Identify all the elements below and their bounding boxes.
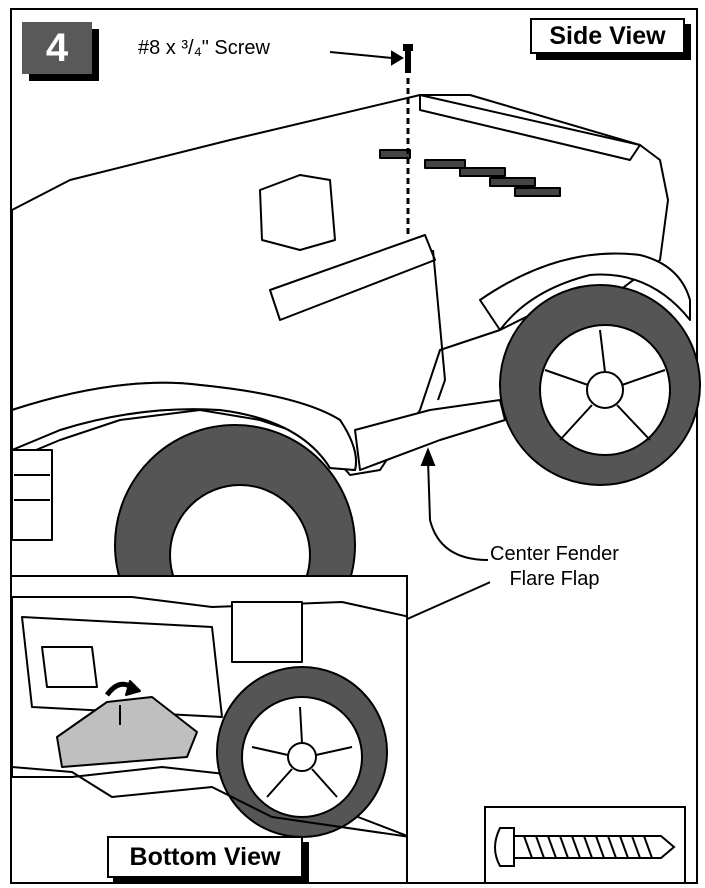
fender-callout-line2: Flare Flap [509, 568, 600, 590]
center-fender-flap [354, 399, 506, 471]
bottom-fender-flap [56, 696, 198, 768]
step-number-badge: 4 [22, 22, 92, 74]
screw-actual-size-icon [494, 827, 676, 867]
rear-spokes [544, 329, 666, 441]
seat-back [259, 174, 336, 251]
screw-callout-label: #8 x ³/₄" Screw [138, 37, 270, 59]
motor-plate [231, 601, 303, 663]
screw-reference-box [484, 806, 686, 884]
screw-icon [403, 44, 413, 73]
screw-indicator [329, 44, 413, 236]
bottom-view-inset [10, 575, 408, 884]
side-trim [269, 234, 436, 321]
bed-rail [419, 94, 641, 161]
door-line [432, 249, 446, 401]
bottom-view-illustration [12, 596, 406, 838]
rear-fender [479, 252, 691, 331]
bottom-view-label: Bottom View [107, 836, 303, 878]
grille [11, 449, 53, 541]
bed-slats [379, 149, 561, 197]
fender-callout-line1: Center Fender [490, 543, 619, 565]
fender-callout-label: Center Fender Flare Flap [490, 542, 619, 592]
side-view-label: Side View [530, 18, 685, 54]
